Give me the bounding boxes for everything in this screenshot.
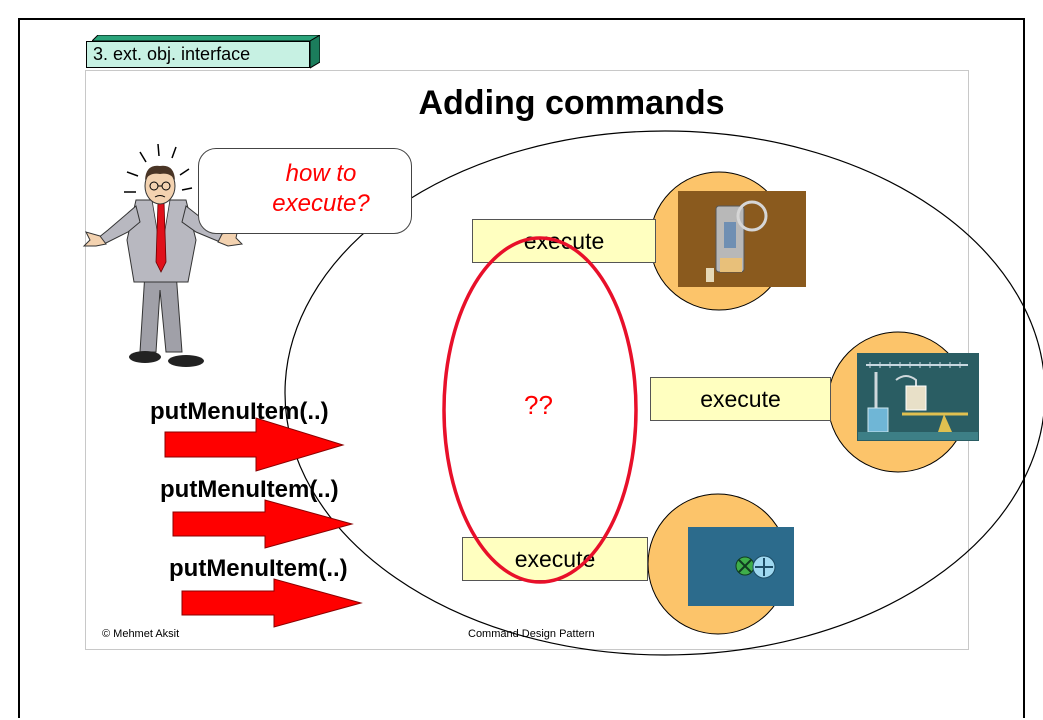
section-tab: 3. ext. obj. interface bbox=[86, 41, 310, 68]
tab-depth-side bbox=[310, 35, 320, 69]
buttons-icon bbox=[688, 527, 794, 606]
lab-apparatus-icon bbox=[857, 353, 979, 441]
coffee-machine-icon bbox=[678, 191, 806, 287]
put-arrow-3 bbox=[181, 578, 363, 628]
tab-depth-top bbox=[92, 35, 320, 41]
object-boundary-ellipse bbox=[284, 130, 1043, 656]
execute-box-1: execute bbox=[472, 219, 656, 263]
put-menu-item-label-1: putMenuItem(..) bbox=[150, 398, 329, 425]
page-frame bbox=[18, 18, 1025, 718]
speech-bubble-line1: how to bbox=[285, 160, 357, 187]
put-menu-item-label-3: putMenuItem(..) bbox=[169, 555, 348, 582]
execute-box-2: execute bbox=[650, 377, 831, 421]
speech-bubble: how to execute? bbox=[198, 148, 412, 234]
slide-title: Adding commands bbox=[418, 84, 725, 122]
put-arrow-1 bbox=[164, 417, 345, 472]
footer-title: Command Design Pattern bbox=[468, 628, 595, 640]
put-arrow-2 bbox=[172, 499, 354, 549]
unknown-mapping-label: ?? bbox=[524, 390, 553, 420]
footer-author: © Mehmet Aksit bbox=[102, 628, 180, 640]
speech-bubble-line2: execute? bbox=[272, 190, 370, 217]
section-tab-label: 3. ext. obj. interface bbox=[93, 44, 251, 64]
execute-box-3: execute bbox=[462, 537, 648, 581]
unknown-invoker-ellipse bbox=[442, 236, 638, 584]
confused-man-illustration bbox=[82, 143, 244, 367]
put-menu-item-label-2: putMenuItem(..) bbox=[160, 476, 339, 503]
